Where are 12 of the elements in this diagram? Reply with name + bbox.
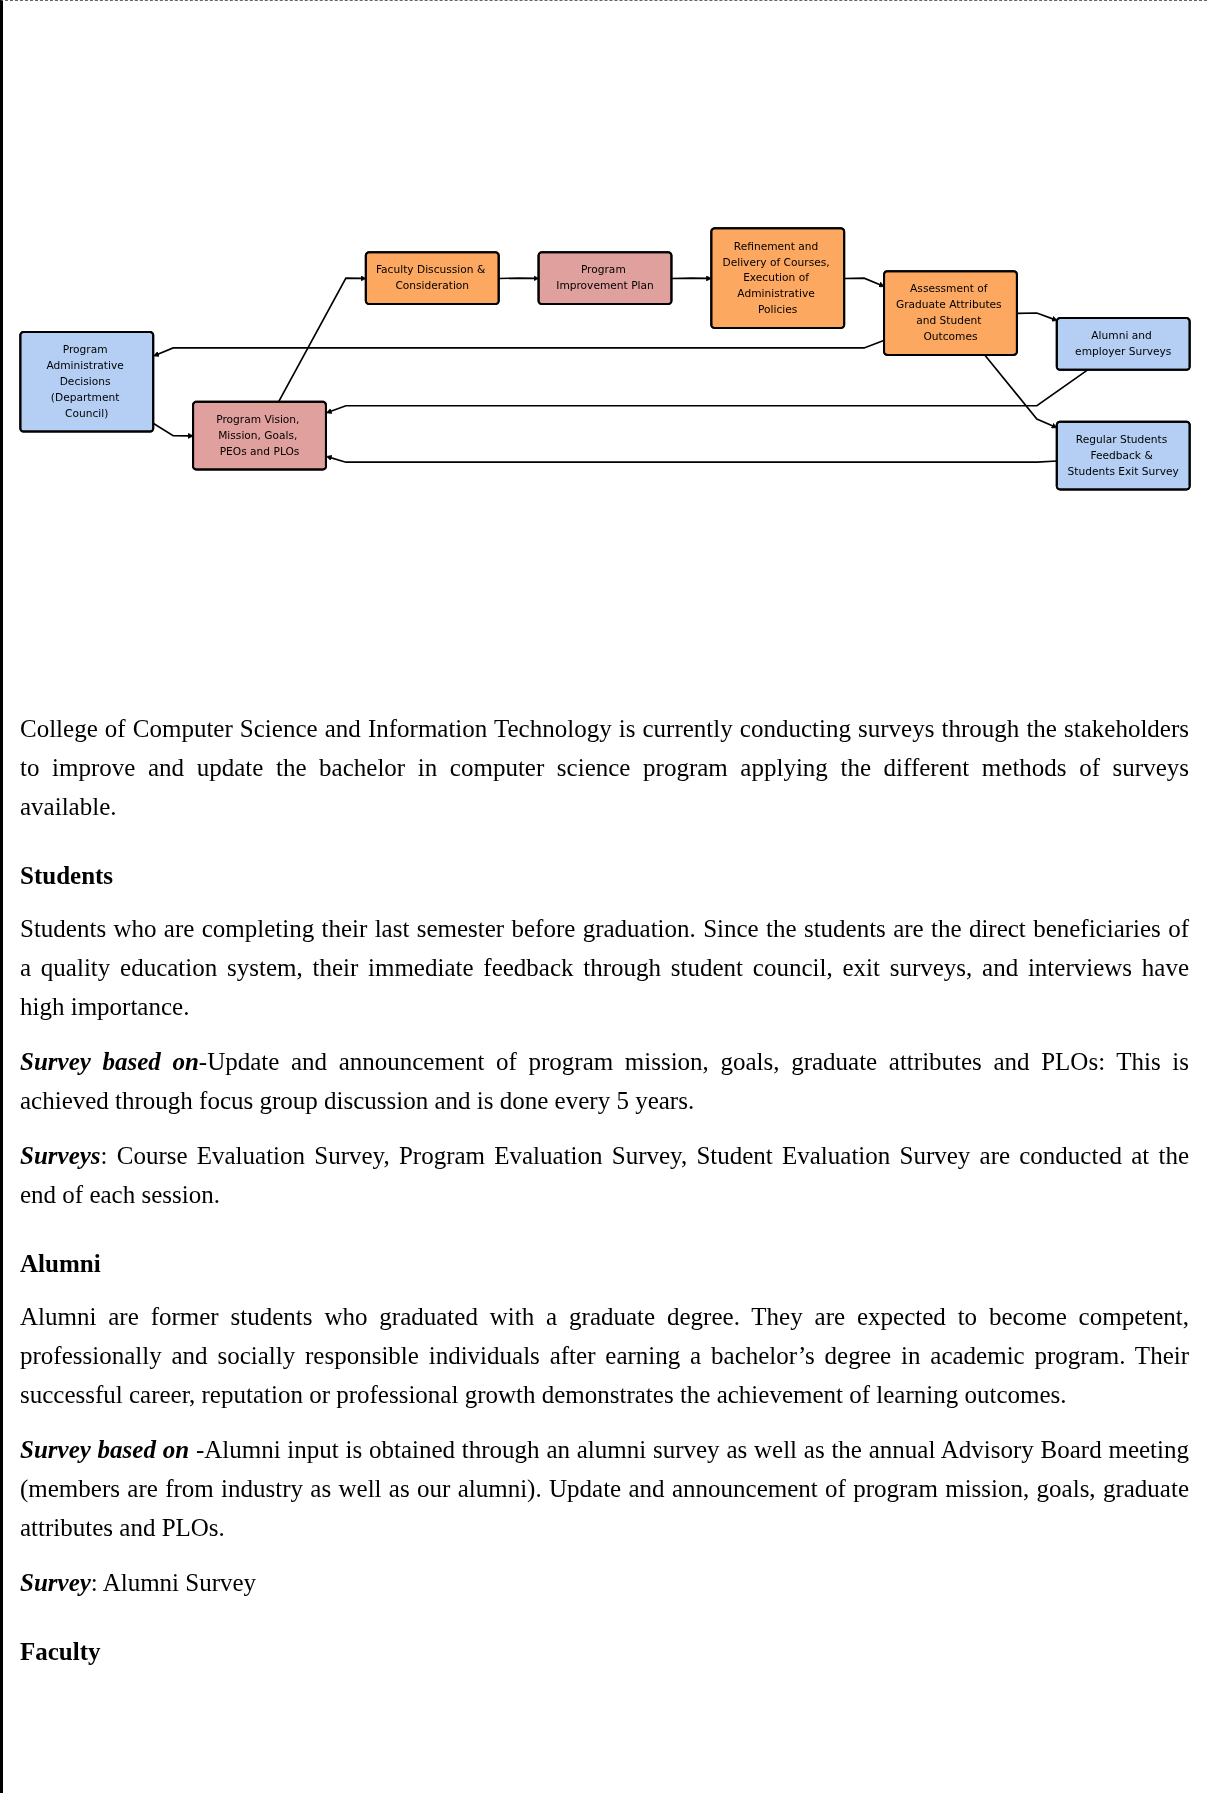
paragraph: Survey: Alumni Survey — [20, 1568, 258, 1598]
arrow — [1016, 312, 1058, 322]
arrow — [326, 369, 1089, 414]
paragraph: College of Computer Science and Information Technology is currently conducting surveys through the stakeholders to improve and update the bachelor in computer science program applying the different methods of surveys available. — [20, 714, 1189, 822]
section-heading: Faculty — [20, 1637, 102, 1667]
paragraph: Survey based on-Update and announcement of program mission, goals, graduate attributes and PLOs: This is achieved through focus group discussion and is done every 5 years. — [20, 1047, 1189, 1116]
section-heading: Alumni — [20, 1249, 102, 1279]
section-heading: Students — [20, 861, 115, 891]
paragraph: Surveys: Course Evaluation Survey, Program Evaluation Survey, Student Evaluation Survey are conducted at the end of each session. — [20, 1141, 1189, 1210]
paragraph: Survey based on -Alumni input is obtained through an alumni survey as well as the annual Advisory Board meeting (members are from industry as well as our alumni). Update and announcement of program mission, goals, graduate attributes and PLOs. — [20, 1435, 1189, 1543]
paragraph: Students who are completing their last semester before graduation. Since the students are the direct beneficiaries of a quality education system, their immediate feedback through student council, exit surveys, and interviews have high importance. — [20, 914, 1189, 1022]
paragraph: Alumni are former students who graduated with a graduate degree. They are expected to become competent, professionally and socially responsible individuals after earning a bachelor’s degree in academic program. Their successful career, reputation or professional growth demonstrates the achievement of learning outcomes. — [20, 1302, 1189, 1410]
